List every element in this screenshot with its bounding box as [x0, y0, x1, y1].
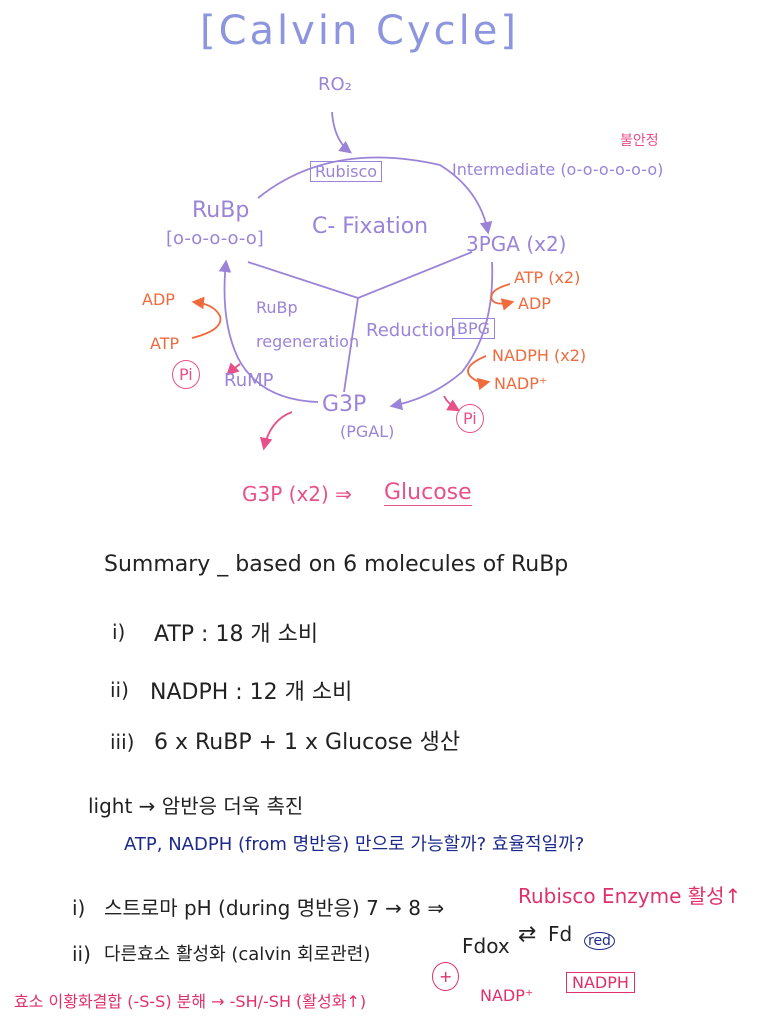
pgal-label: (PGAL) [340, 422, 395, 441]
regeneration-label-1: RuBp [256, 298, 298, 317]
plus-badge: + [432, 962, 460, 991]
glucose-label: Glucose [384, 480, 472, 506]
bpg-box: BPG [452, 318, 496, 339]
light-note: light → 암반응 더욱 촉진 [88, 794, 304, 818]
item1-number: i) [112, 620, 126, 644]
rubisco-box: Rubisco [310, 161, 383, 182]
red-badge: red [584, 932, 615, 950]
item1-text: ATP : 18 개 소비 [154, 622, 319, 647]
fd-red-label: Fd [548, 922, 573, 946]
disulfide-note: 효소 이황화결합 (-S-S) 분해 → -SH/-SH (활성화↑) [14, 992, 367, 1011]
divider-left [247, 261, 359, 299]
pga-label: 3PGA (x2) [466, 232, 567, 256]
pi-right-badge: Pi [456, 404, 484, 433]
adp-right-label: ADP [518, 294, 551, 313]
rubp-label: RuBp [192, 198, 250, 223]
point1-text: 스트로마 pH (during 명반응) 7 → 8 ⇒ [104, 896, 445, 920]
atp-adp-left-arrow [191, 296, 222, 339]
question-note: ATP, NADPH (from 명반응) 만으로 가능할까? 효율적일까? [124, 834, 585, 855]
item2-number: ii) [110, 678, 129, 702]
g3p-out-arrow [259, 411, 293, 451]
nadph-label: NADPH (x2) [492, 346, 587, 365]
pi-left-arrow [226, 362, 241, 376]
item3-number: iii) [110, 730, 135, 754]
divider-right [357, 251, 473, 299]
intermediate-label: Intermediate (o-o-o-o-o-o) [452, 160, 664, 179]
atp-adp-right-arrow [490, 283, 515, 311]
point1-result: Rubisco Enzyme 활성↑ [518, 884, 742, 908]
rump-label: RuMP [224, 370, 274, 391]
nadph-box: NADPH [566, 972, 635, 993]
rubp-chain: [o-o-o-o-o] [166, 228, 264, 249]
c-fixation-label: C- Fixation [312, 214, 429, 239]
fd-arrows: ⇄ [518, 922, 537, 947]
item3-text: 6 x RuBP + 1 x Glucose 생산 [154, 730, 461, 755]
fd-ox-label: Fdox [462, 934, 510, 958]
point1-number: i) [72, 896, 86, 920]
point2-number: ii) [72, 942, 91, 966]
divider-bottom [343, 297, 359, 393]
co2-arrow [331, 111, 353, 154]
item2-text: NADPH : 12 개 소비 [150, 680, 353, 705]
glucose-equation: G3P (x2) ⇒ [242, 482, 352, 506]
regeneration-arc [218, 259, 319, 403]
nadp-label: NADP⁺ [494, 374, 548, 393]
summary-heading: Summary _ based on 6 molecules of RuBp [104, 552, 569, 577]
unstable-note: 불안정 [620, 133, 659, 149]
adp-left-label: ADP [142, 290, 175, 309]
regeneration-label-2: regeneration [256, 332, 360, 351]
nadph-arrow [467, 355, 491, 391]
co2-label: RO₂ [318, 74, 352, 95]
nadp-bottom-label: NADP⁺ [480, 986, 534, 1005]
pi-left-badge: Pi [172, 360, 200, 389]
atp-right-label: ATP (x2) [514, 268, 581, 287]
atp-left-label: ATP [150, 334, 180, 353]
page-title: [Calvin Cycle] [200, 8, 519, 54]
fixation-arc [257, 156, 493, 235]
point2-text: 다른효소 활성화 (calvin 회로관련) [104, 944, 371, 965]
pi-right-arrow [443, 395, 461, 412]
reduction-label: Reduction [366, 320, 456, 341]
cycle-diagram-lines [191, 111, 515, 451]
g3p-label: G3P [322, 392, 367, 417]
